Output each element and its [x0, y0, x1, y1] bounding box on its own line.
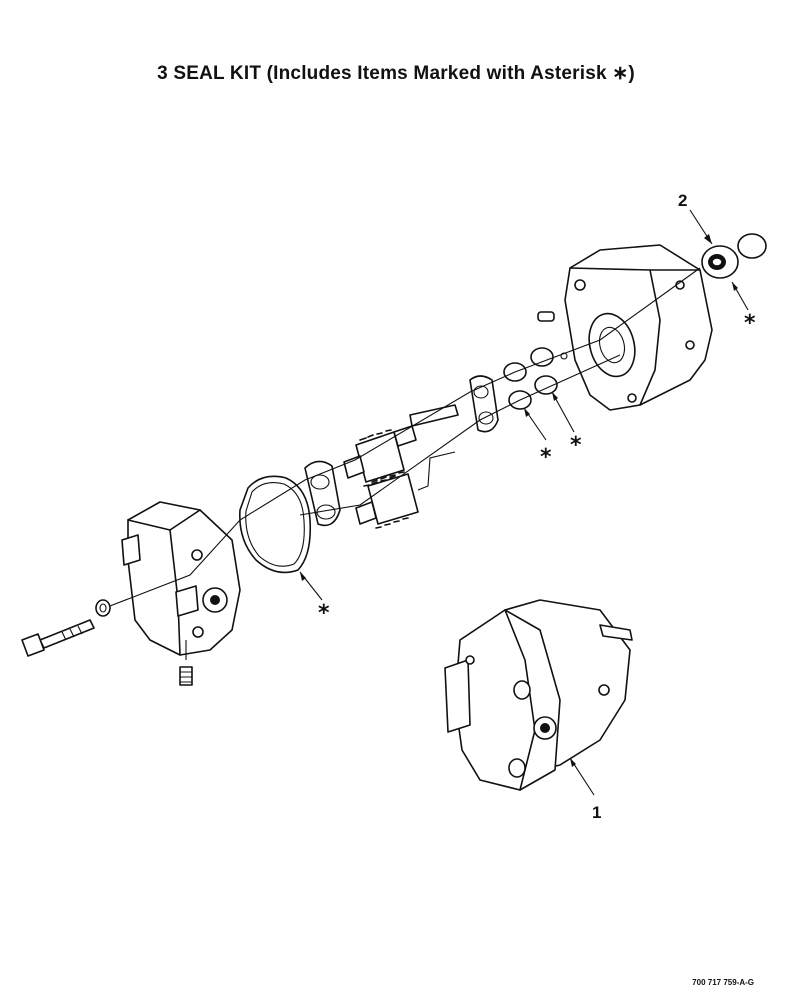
drive-gear-shaft — [343, 404, 459, 487]
leader-lines — [299, 209, 749, 796]
callout-item-2: 2 — [678, 191, 687, 210]
wear-plate-rear — [469, 375, 499, 433]
figure-eight-seals — [503, 347, 568, 410]
driven-gear — [355, 451, 456, 529]
shaft-seal — [701, 245, 739, 279]
lock-washer — [95, 599, 111, 617]
diagram-title: 3 SEAL KIT (Includes Items Marked with A… — [157, 63, 635, 84]
rear-housing — [537, 244, 713, 411]
set-screw — [179, 666, 193, 686]
asterisk-seal-a: * — [540, 445, 552, 470]
front-cover — [121, 501, 241, 656]
assembled-pump — [444, 599, 633, 791]
body-o-ring — [239, 475, 312, 574]
assembly-axis-lines — [109, 267, 701, 660]
cap-screw — [21, 619, 95, 657]
asterisk-seal-b: * — [570, 433, 582, 458]
asterisk-shaft-seal: * — [744, 311, 756, 336]
snap-ring — [737, 233, 767, 259]
drawing-number: 700 717 759-A-G — [692, 978, 754, 987]
asterisk-body-o-ring: * — [318, 601, 330, 626]
callout-item-1: 1 — [592, 803, 601, 822]
